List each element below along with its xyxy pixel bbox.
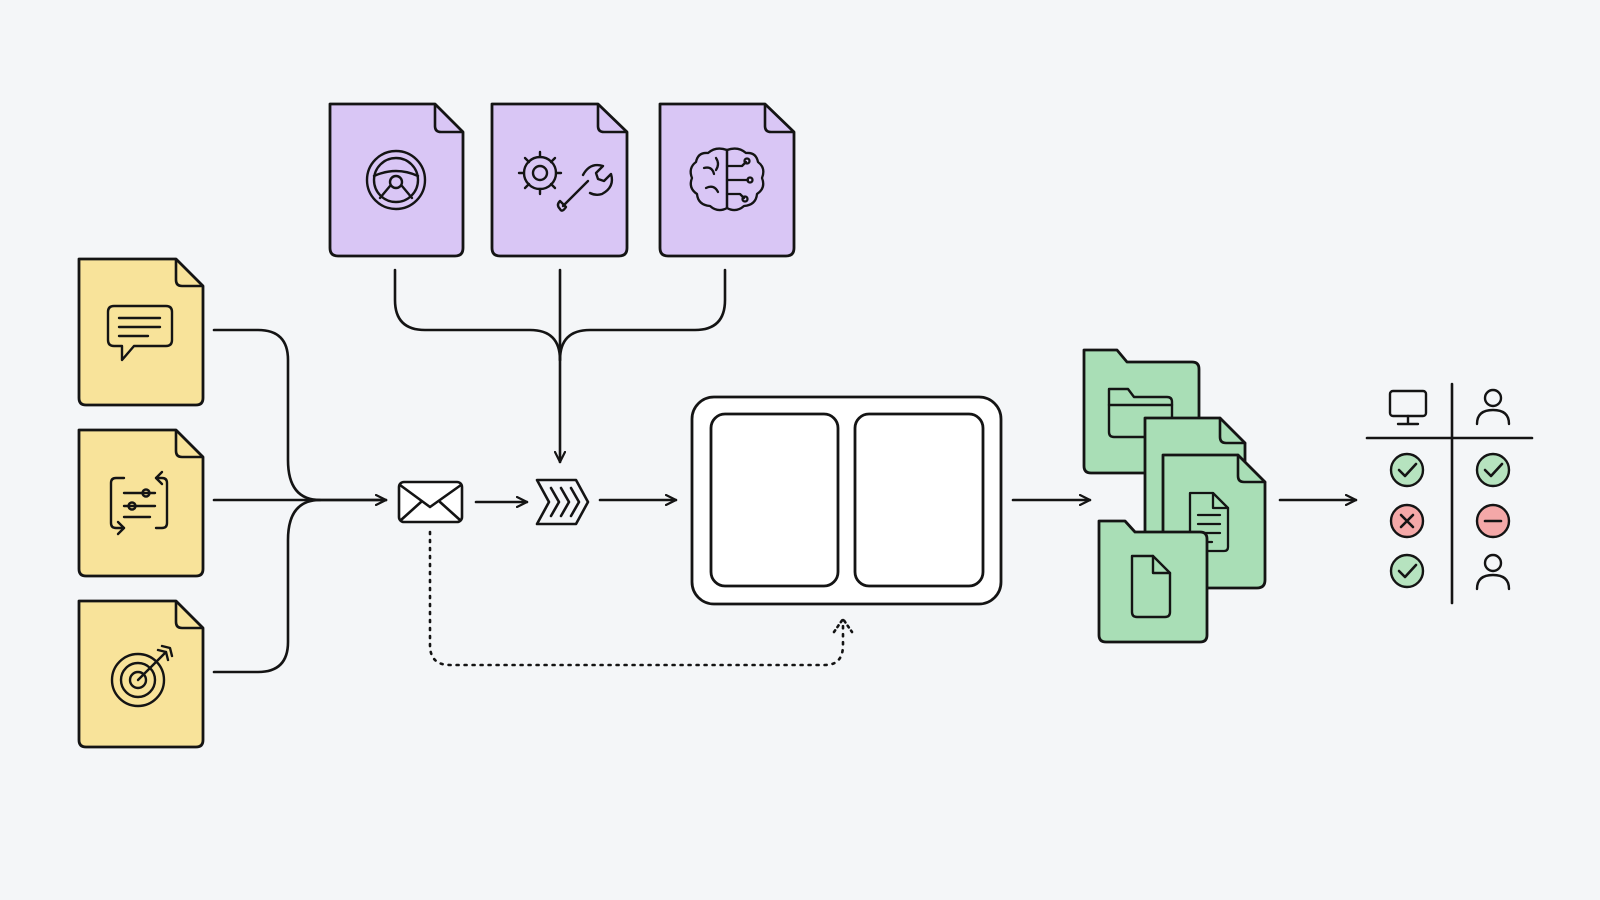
connectors — [212, 268, 1358, 674]
cross-badge-row2-left — [1389, 503, 1425, 539]
input-cards — [77, 257, 205, 749]
minus-badge-row2-right — [1475, 503, 1511, 539]
output-file-card — [1097, 519, 1209, 644]
check-badge-row3-left — [1389, 553, 1425, 589]
target-arrow-icon — [110, 644, 174, 708]
connector-tool-1 — [393, 268, 562, 362]
workspace-panel-left — [709, 412, 840, 588]
check-badge-row1-left — [1389, 452, 1425, 488]
input-card-1 — [77, 257, 205, 407]
monitor-icon — [1388, 389, 1428, 426]
pipeline-steps — [397, 478, 590, 526]
gear-wrench-icon — [517, 150, 614, 212]
connector-tool-3 — [558, 268, 727, 362]
tool-card-1 — [328, 102, 465, 258]
dotted-arrowhead — [832, 617, 854, 634]
tool-card-3 — [658, 102, 796, 258]
brain-circuit-icon — [689, 147, 765, 212]
connector-input-3 — [212, 498, 322, 674]
input-card-3 — [77, 599, 205, 749]
input-card-2 — [77, 428, 205, 578]
connector-input-1 — [212, 328, 388, 500]
file-icon — [1130, 554, 1172, 619]
tool-card-2 — [490, 102, 629, 258]
chat-bubble-icon — [106, 304, 174, 362]
dotted-feedback-path — [428, 530, 845, 667]
sliders-swap-icon — [109, 470, 169, 536]
chevrons-right-icon — [535, 478, 590, 526]
steering-wheel-icon — [365, 149, 427, 211]
envelope-icon — [397, 480, 464, 524]
person-icon-row3-right — [1475, 553, 1511, 591]
check-badge-row1-right — [1475, 452, 1511, 488]
tool-cards — [328, 102, 796, 258]
review-table — [1365, 382, 1534, 605]
output-files — [1082, 348, 1267, 644]
workspace-window — [690, 395, 1003, 606]
workspace-panel-right — [853, 412, 985, 588]
person-icon — [1475, 388, 1511, 426]
